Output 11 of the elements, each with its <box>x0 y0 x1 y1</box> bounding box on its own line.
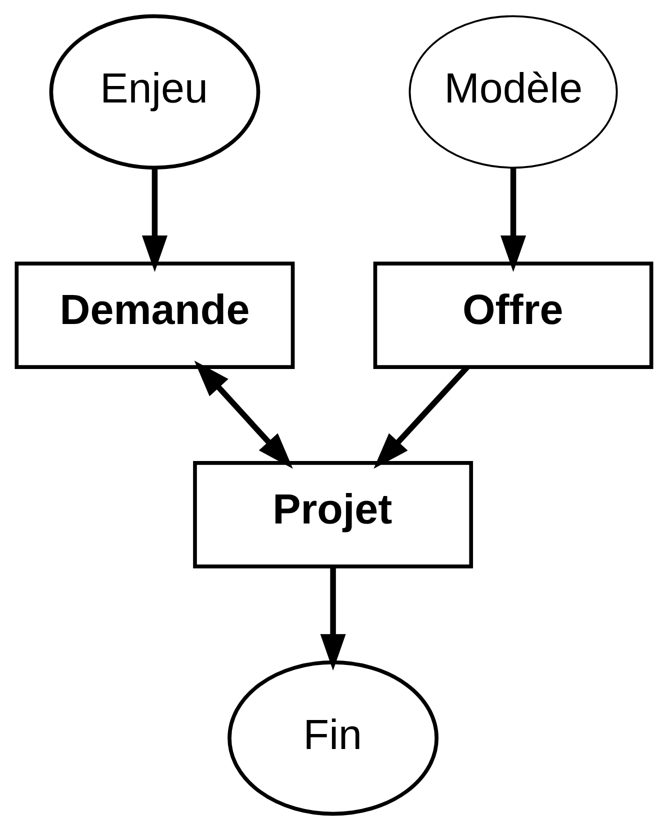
arrow <box>194 360 293 469</box>
arrow <box>320 567 346 671</box>
node-box: Offre <box>373 262 654 369</box>
node-ellipse: Modèle <box>408 15 618 169</box>
arrow <box>374 365 470 469</box>
arrow <box>500 168 526 272</box>
arrow <box>142 168 168 272</box>
node-box: Projet <box>193 461 474 568</box>
node-box: Demande <box>14 262 295 369</box>
node-ellipse: Enjeu <box>49 14 260 170</box>
node-ellipse: Fin <box>228 660 438 816</box>
